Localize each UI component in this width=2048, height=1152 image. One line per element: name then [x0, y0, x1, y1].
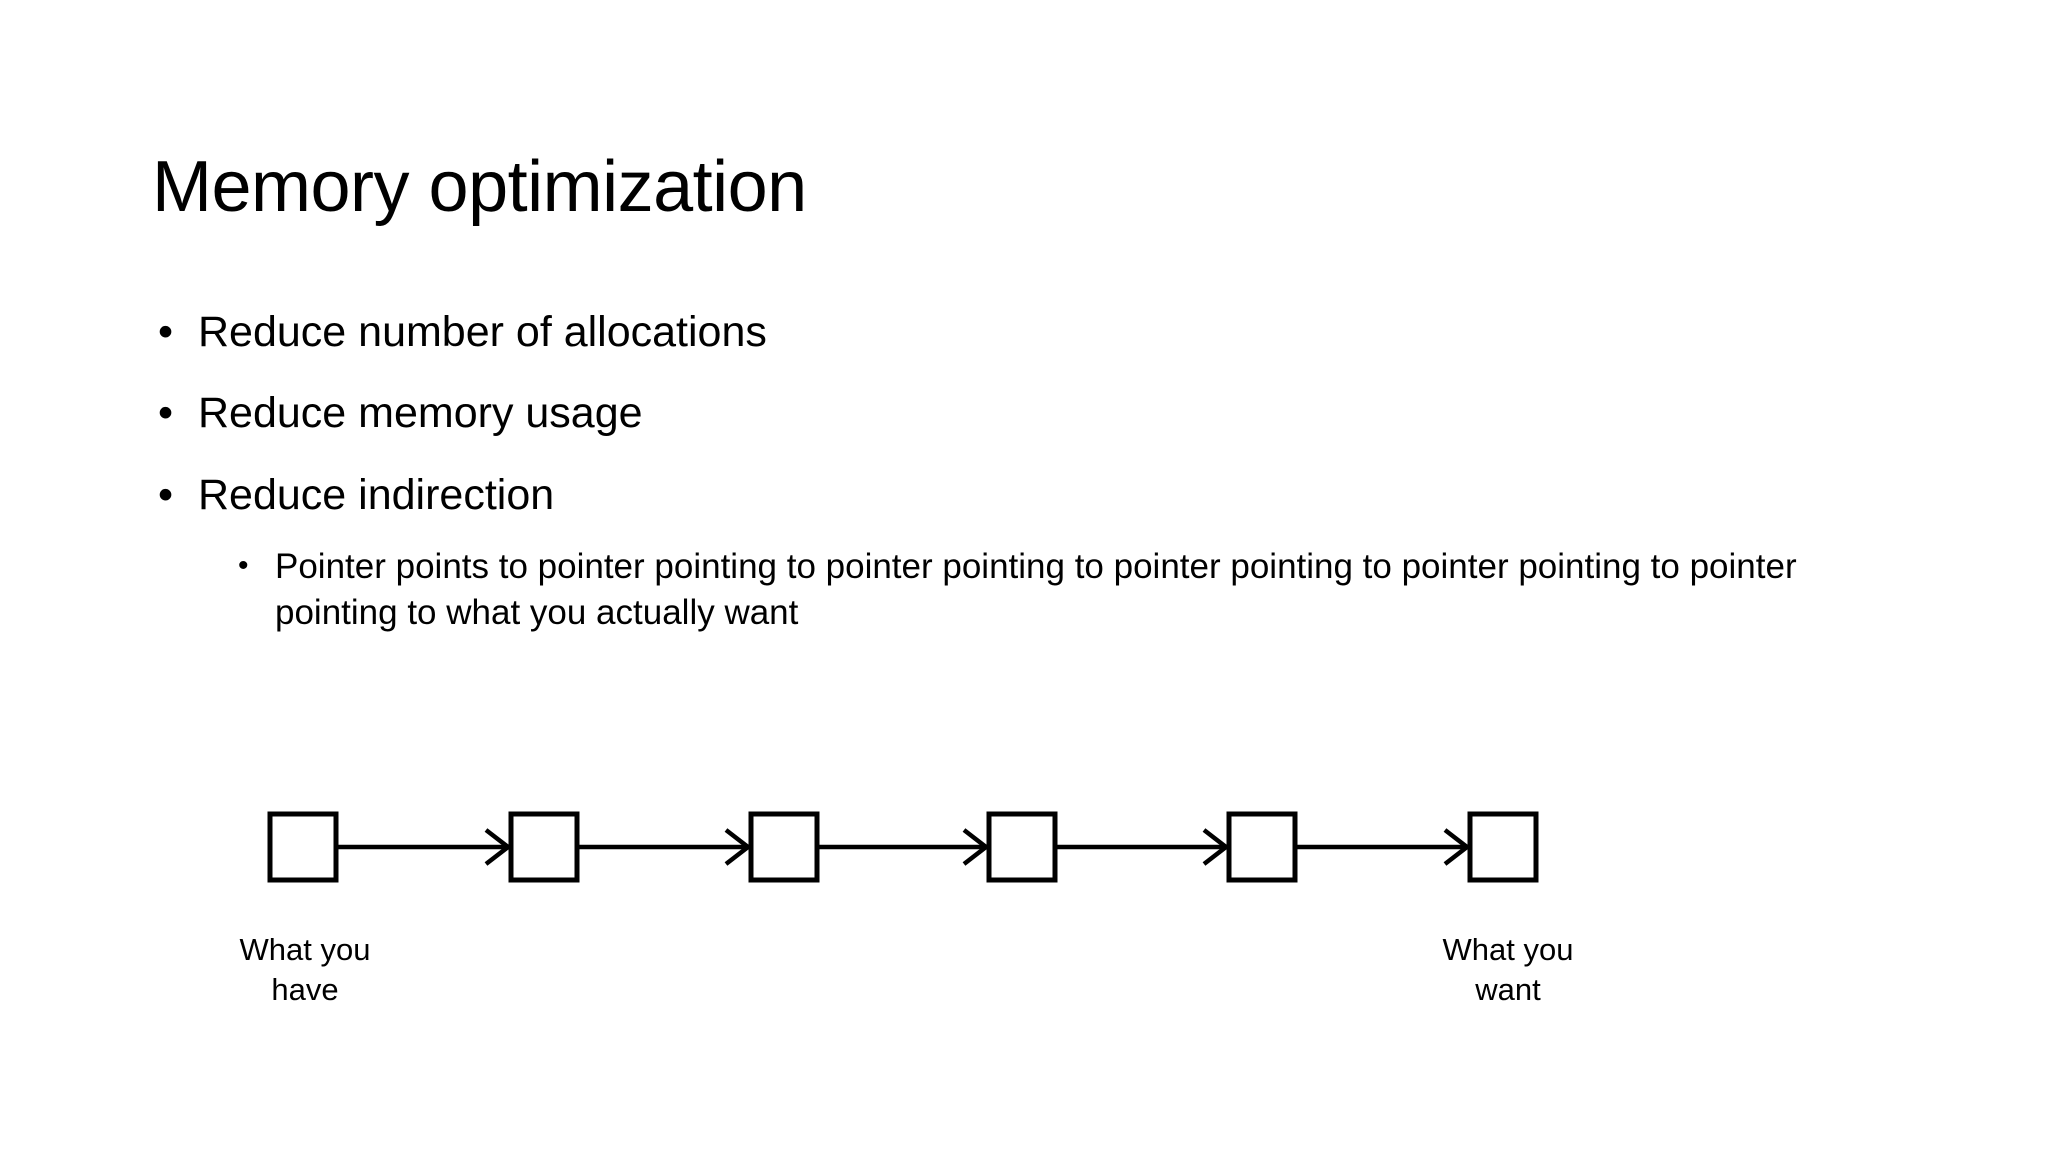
list-item: • Reduce number of allocations: [150, 300, 1930, 365]
list-item-label: Reduce memory usage: [198, 389, 643, 438]
caption-line-1: What you: [1442, 932, 1574, 967]
sub-list-item: • Pointer points to pointer pointing to …: [150, 544, 2015, 636]
chain-node-1: [267, 811, 339, 883]
chain-node-4: [986, 811, 1058, 883]
sub-list-item-label: Pointer points to pointer pointing to po…: [275, 547, 1797, 633]
page-title: Memory optimization: [152, 147, 807, 228]
chain-node-5: [1226, 811, 1298, 883]
chain-arrowheads: [484, 828, 1471, 866]
caption-line-2: want: [1475, 971, 1541, 1007]
caption-what-you-want: What you want: [1388, 930, 1628, 1009]
list-item-label: Reduce number of allocations: [198, 308, 767, 356]
caption-what-you-have: What you have: [185, 930, 425, 1009]
bullet-marker-icon: •: [158, 389, 174, 438]
bullet-marker-icon: •: [158, 470, 174, 519]
chain-node-2: [508, 811, 580, 883]
bullet-marker-icon: •: [158, 308, 174, 356]
bullet-list: • Reduce number of allocations • Reduce …: [150, 300, 1930, 636]
list-item-label: Reduce indirection: [198, 470, 555, 519]
caption-line-2: have: [271, 971, 339, 1007]
bullet-marker-icon: •: [238, 549, 249, 583]
caption-line-1: What you: [239, 932, 371, 967]
list-item: • Reduce memory usage: [150, 381, 1930, 446]
chain-nodes: [267, 811, 1539, 883]
list-item: • Reduce indirection: [150, 463, 1930, 528]
chain-node-6: [1467, 811, 1539, 883]
chain-node-3: [748, 811, 820, 883]
